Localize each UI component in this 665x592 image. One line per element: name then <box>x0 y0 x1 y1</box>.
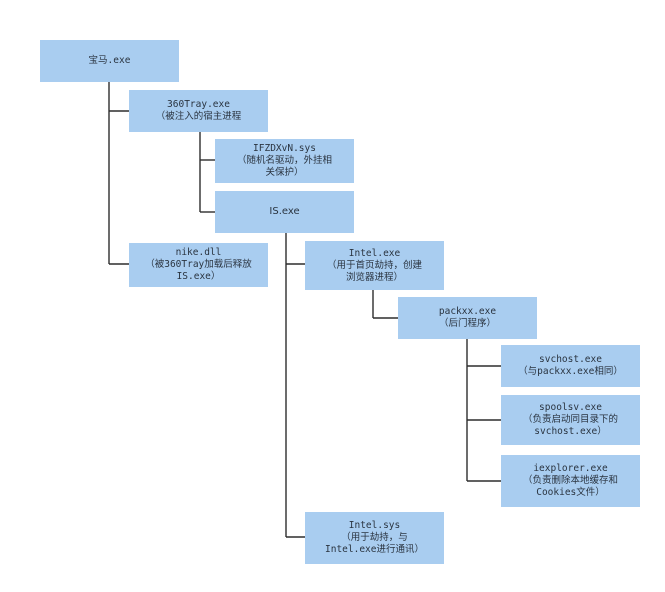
node-packxx-exe: packxx.exe （后门程序） <box>398 297 537 339</box>
node-spoolsv-exe: spoolsv.exe （负责启动同目录下的 svchost.exe） <box>501 395 640 445</box>
node-intel-sys-desc-2: Intel.exe进行通讯） <box>325 544 424 555</box>
node-root-baoma: 宝马.exe <box>40 40 179 82</box>
node-iexplorer-exe-name: iexplorer.exe <box>533 463 608 474</box>
node-nike-dll-name: nike.dll <box>175 247 222 258</box>
node-ifzdxvn-name: IFZDXvN.sys <box>253 143 316 154</box>
node-spoolsv-exe-desc-1: （负责启动同目录下的 <box>522 414 618 425</box>
node-svchost-exe: svchost.exe （与packxx.exe相同） <box>501 345 640 387</box>
node-intel-sys: Intel.sys （用于劫持，与 Intel.exe进行通讯） <box>305 512 444 564</box>
node-spoolsv-exe-name: spoolsv.exe <box>539 402 602 413</box>
node-intel-exe-name: Intel.exe <box>348 247 401 259</box>
node-nike-dll: nike.dll （被360Tray加载后释放 IS.exe） <box>129 243 268 287</box>
node-iexplorer-exe: iexplorer.exe （负责删除本地缓存和 Cookies文件） <box>501 455 640 507</box>
node-360tray-desc: （被注入的宿主进程 <box>155 111 242 122</box>
node-ifzdxvn: IFZDXvN.sys （随机名驱动，外挂相 关保护） <box>215 139 354 183</box>
node-ifzdxvn-desc-2: 关保护） <box>265 167 304 178</box>
node-is-exe-label: IS.exe <box>269 206 300 217</box>
node-iexplorer-exe-desc-1: （负责删除本地缓存和 <box>522 475 618 486</box>
node-packxx-exe-desc: （后门程序） <box>438 318 496 329</box>
node-ifzdxvn-desc-1: （随机名驱动，外挂相 <box>236 155 332 166</box>
node-intel-sys-name: Intel.sys <box>348 520 401 531</box>
node-svchost-exe-desc: （与packxx.exe相同） <box>518 366 623 377</box>
node-nike-dll-desc-1: （被360Tray加载后释放 <box>145 259 252 270</box>
node-svchost-exe-name: svchost.exe <box>539 354 602 365</box>
node-is-exe: IS.exe <box>215 191 354 233</box>
node-spoolsv-exe-desc-2: svchost.exe） <box>534 426 607 437</box>
node-360tray-name: 360Tray.exe <box>167 99 230 110</box>
node-intel-exe-desc-2: 浏览器进程） <box>345 271 403 283</box>
node-intel-sys-desc-1: （用于劫持，与 <box>341 532 408 543</box>
node-iexplorer-exe-desc-2: Cookies文件） <box>536 487 605 498</box>
node-360tray: 360Tray.exe （被注入的宿主进程 <box>129 90 268 132</box>
node-nike-dll-desc-2: IS.exe） <box>176 271 221 282</box>
node-packxx-exe-name: packxx.exe <box>438 306 497 317</box>
node-root-label: 宝马.exe <box>88 55 131 66</box>
node-intel-exe-desc-1: （用于首页劫持，创建 <box>326 259 422 271</box>
node-intel-exe: Intel.exe （用于首页劫持，创建 浏览器进程） <box>305 241 444 290</box>
